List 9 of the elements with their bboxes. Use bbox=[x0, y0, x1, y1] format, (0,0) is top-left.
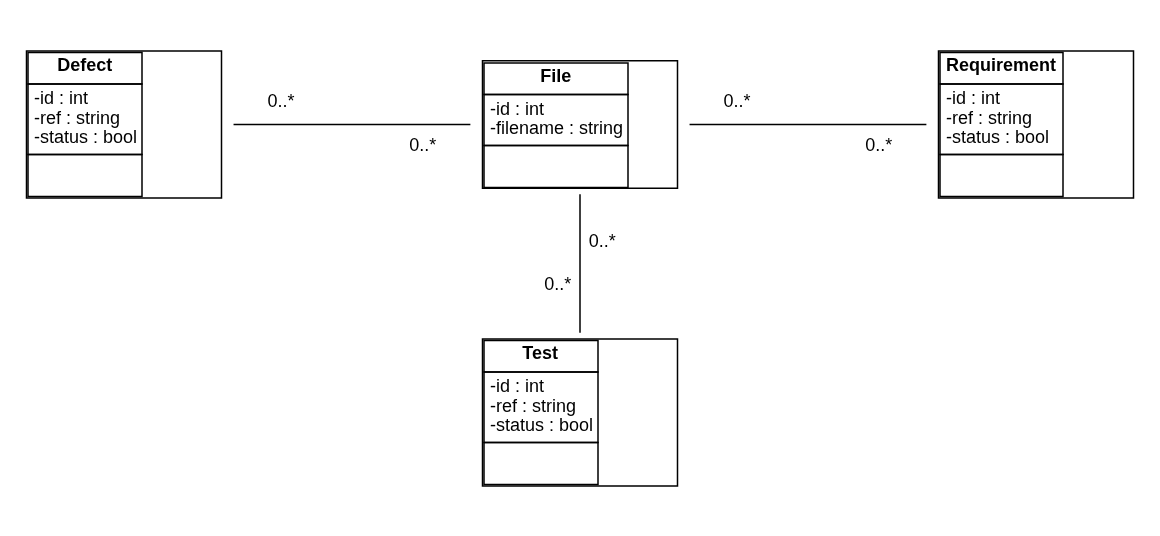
connector bbox=[232, 123, 472, 125]
label: 0..* bbox=[409, 134, 437, 155]
label: 0..* bbox=[865, 134, 893, 155]
label: 0..* bbox=[267, 90, 295, 111]
label: 0..* bbox=[544, 273, 572, 294]
label: 0..* bbox=[723, 90, 751, 111]
connector bbox=[579, 193, 581, 333]
label: 0..* bbox=[588, 229, 616, 250]
connector bbox=[688, 123, 928, 125]
